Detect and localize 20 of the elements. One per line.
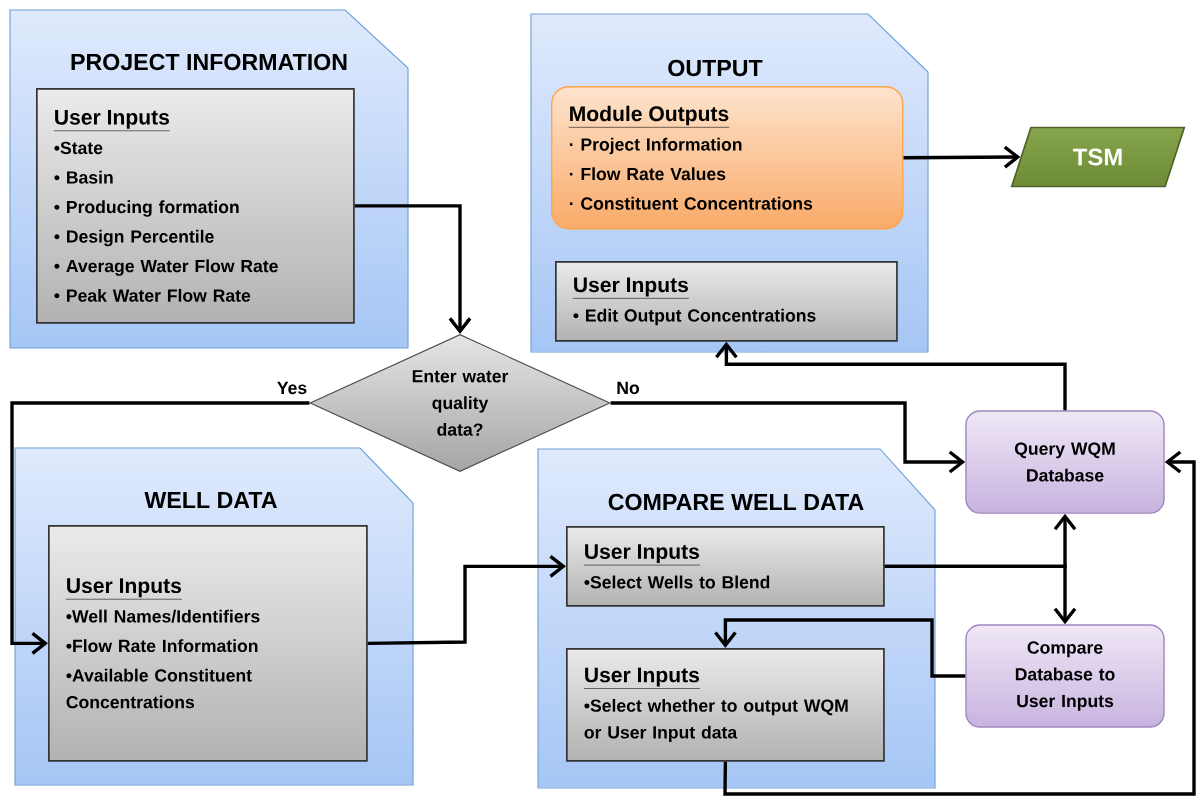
input-box: User Inputs • Edit Output Concentrations (555, 261, 898, 342)
input-box: User Inputs •Select Wells to Blend (566, 526, 885, 607)
output-parallelogram: TSM (1010, 126, 1186, 188)
arrow (714, 618, 966, 678)
arrow (903, 145, 1021, 169)
output-box: Module Outputs · Project Information · Flow Rate Values · Constituent Concentrations (551, 86, 904, 230)
edge-label: Yes (275, 380, 309, 396)
arrow (10, 401, 310, 655)
arrow (610, 401, 966, 474)
arrow (367, 555, 566, 646)
input-box: User Inputs •Well Names/Identifiers •Flow Rate Information •Available Constituent Concentrations (48, 525, 368, 762)
arrow (723, 450, 1196, 796)
input-box: User Inputs •State • Basin • Producing formation • Design Percentile • Average Water Flow Rate • Peak Water Flow Rate (36, 88, 355, 324)
process-box: Query WQM Database (965, 410, 1165, 514)
input-box: User Inputs •Select whether to output WQM or User Input data (566, 648, 885, 762)
arrow (884, 564, 1077, 625)
arrow (715, 341, 1067, 411)
edge-label: No (614, 380, 642, 396)
arrow (354, 204, 472, 334)
process-box: Compare Database to User Inputs (965, 624, 1165, 728)
